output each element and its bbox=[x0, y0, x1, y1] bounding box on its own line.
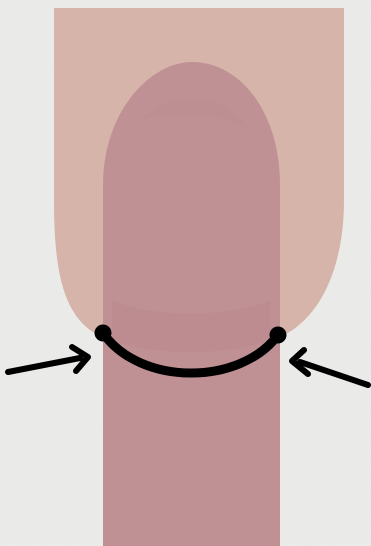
nail-bed bbox=[103, 62, 280, 546]
smile-endpoint-left bbox=[95, 325, 112, 342]
smile-endpoint-right bbox=[270, 327, 287, 344]
